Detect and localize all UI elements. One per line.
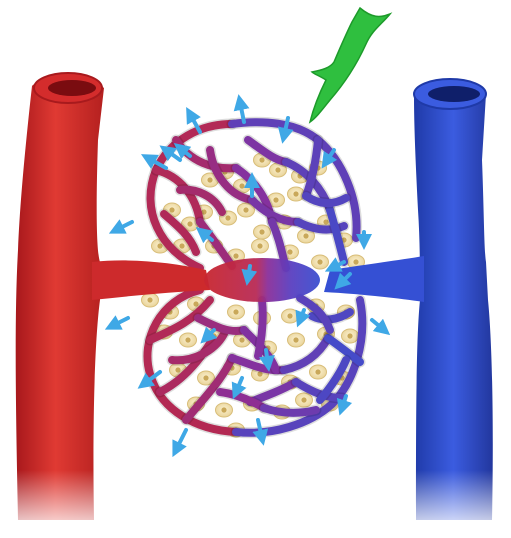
capillary-hub — [204, 258, 320, 302]
tissue-cell — [282, 309, 299, 323]
bottom-fade — [0, 470, 511, 538]
lymphatic-capillary — [310, 8, 390, 122]
flow-arrow — [266, 350, 268, 364]
capillary-vessel — [200, 222, 232, 266]
capillary-vessel — [198, 318, 244, 331]
capillary-vessel — [258, 300, 263, 356]
tissue-cell — [180, 333, 197, 347]
tissue-cell — [288, 333, 305, 347]
flow-arrow — [236, 378, 242, 392]
tissue-cell — [216, 403, 233, 417]
arteriole — [16, 73, 104, 520]
tissue-cell — [228, 305, 245, 319]
flow-arrow — [372, 320, 384, 330]
tissue-cell — [142, 293, 159, 307]
tissue-cell — [310, 365, 327, 379]
tissue-cell — [252, 239, 269, 253]
flow-arrow — [176, 430, 186, 450]
flow-arrow — [248, 266, 250, 278]
flow-arrow — [112, 318, 128, 326]
tissue-cell — [312, 255, 329, 269]
flow-arrow — [300, 310, 304, 320]
tissue-cell — [254, 225, 271, 239]
flow-arrow — [116, 222, 132, 230]
venule — [414, 79, 493, 520]
